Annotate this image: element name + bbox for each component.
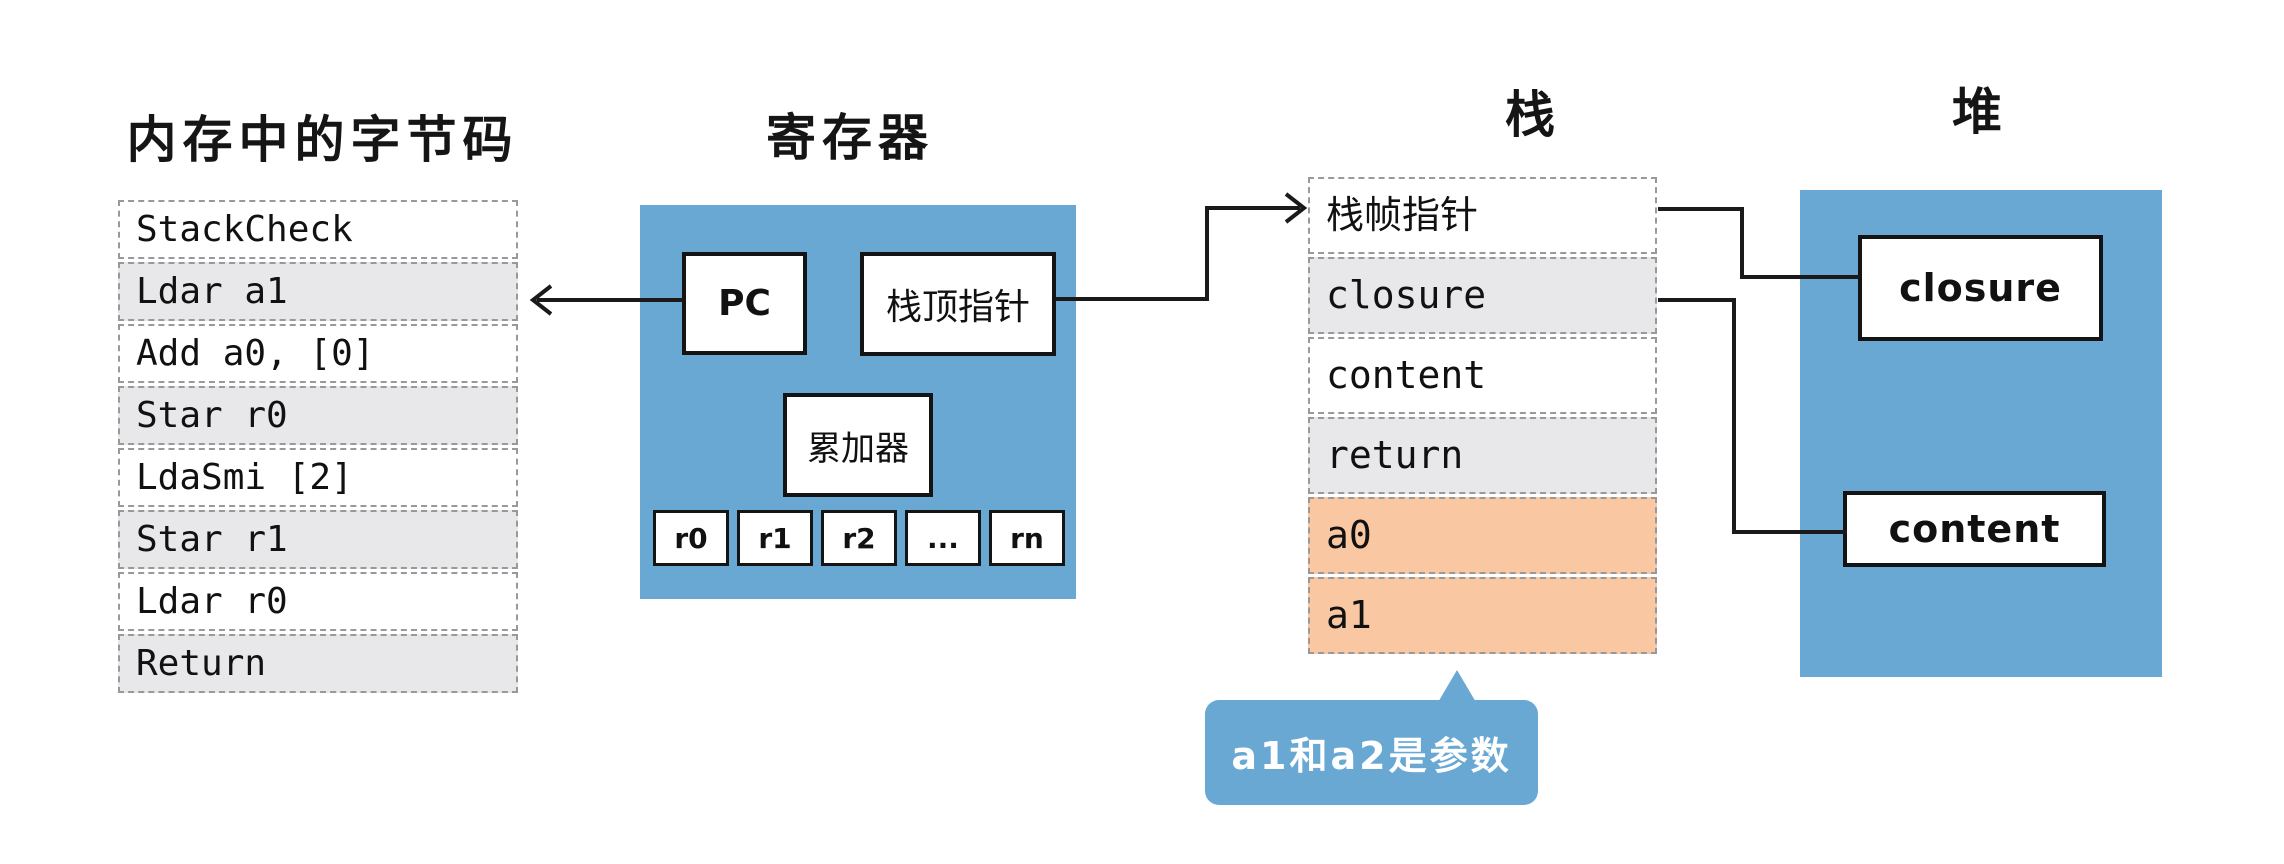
register-cell-ellipsis: ... <box>905 510 981 566</box>
stack-list: 栈帧指针 closure content return a0 a1 <box>1308 177 1657 657</box>
stack-row-a0: a0 <box>1308 497 1657 574</box>
callout-pointer-icon <box>1437 670 1477 704</box>
bytecode-row: Ldar a1 <box>118 262 518 321</box>
bytecode-list: StackCheck Ldar a1 Add a0, [0] Star r0 L… <box>118 200 518 696</box>
stack-title: 栈 <box>1505 86 1561 144</box>
register-cell-r0: r0 <box>653 510 729 566</box>
heap-closure-box: closure <box>1858 235 2103 341</box>
heap-title: 堆 <box>1952 83 2008 141</box>
stacktop-arrowhead-icon <box>1284 192 1308 224</box>
bytecode-row: StackCheck <box>118 200 518 259</box>
bytecode-row: Star r1 <box>118 510 518 569</box>
stack-top-pointer-register: 栈顶指针 <box>860 252 1056 356</box>
stack-row-closure: closure <box>1308 257 1657 334</box>
bytecode-title: 内存中的字节码 <box>126 111 519 169</box>
bytecode-row: Ldar r0 <box>118 572 518 631</box>
bytecode-row: LdaSmi [2] <box>118 448 518 507</box>
registers-title: 寄存器 <box>766 109 934 167</box>
pc-register: PC <box>682 252 807 355</box>
pc-arrowhead-icon <box>529 284 553 316</box>
register-cell-rn: rn <box>989 510 1065 566</box>
stack-row-return: return <box>1308 417 1657 494</box>
parameters-callout: a1和a2是参数 <box>1205 700 1538 805</box>
stack-row-a1: a1 <box>1308 577 1657 654</box>
bytecode-row: Return <box>118 634 518 693</box>
register-cell-r2: r2 <box>821 510 897 566</box>
heap-content-box: content <box>1843 491 2106 567</box>
stack-row-content: content <box>1308 337 1657 414</box>
accumulator-register: 累加器 <box>783 393 933 497</box>
bytecode-row: Star r0 <box>118 386 518 445</box>
stack-row-frame-pointer: 栈帧指针 <box>1308 177 1657 254</box>
heap-box: closure content <box>1800 190 2162 677</box>
bytecode-row: Add a0, [0] <box>118 324 518 383</box>
stacktop-to-stack-arrow <box>1055 206 1300 301</box>
registers-box: PC 栈顶指针 累加器 r0 r1 r2 ... rn <box>640 205 1076 599</box>
register-cell-r1: r1 <box>737 510 813 566</box>
